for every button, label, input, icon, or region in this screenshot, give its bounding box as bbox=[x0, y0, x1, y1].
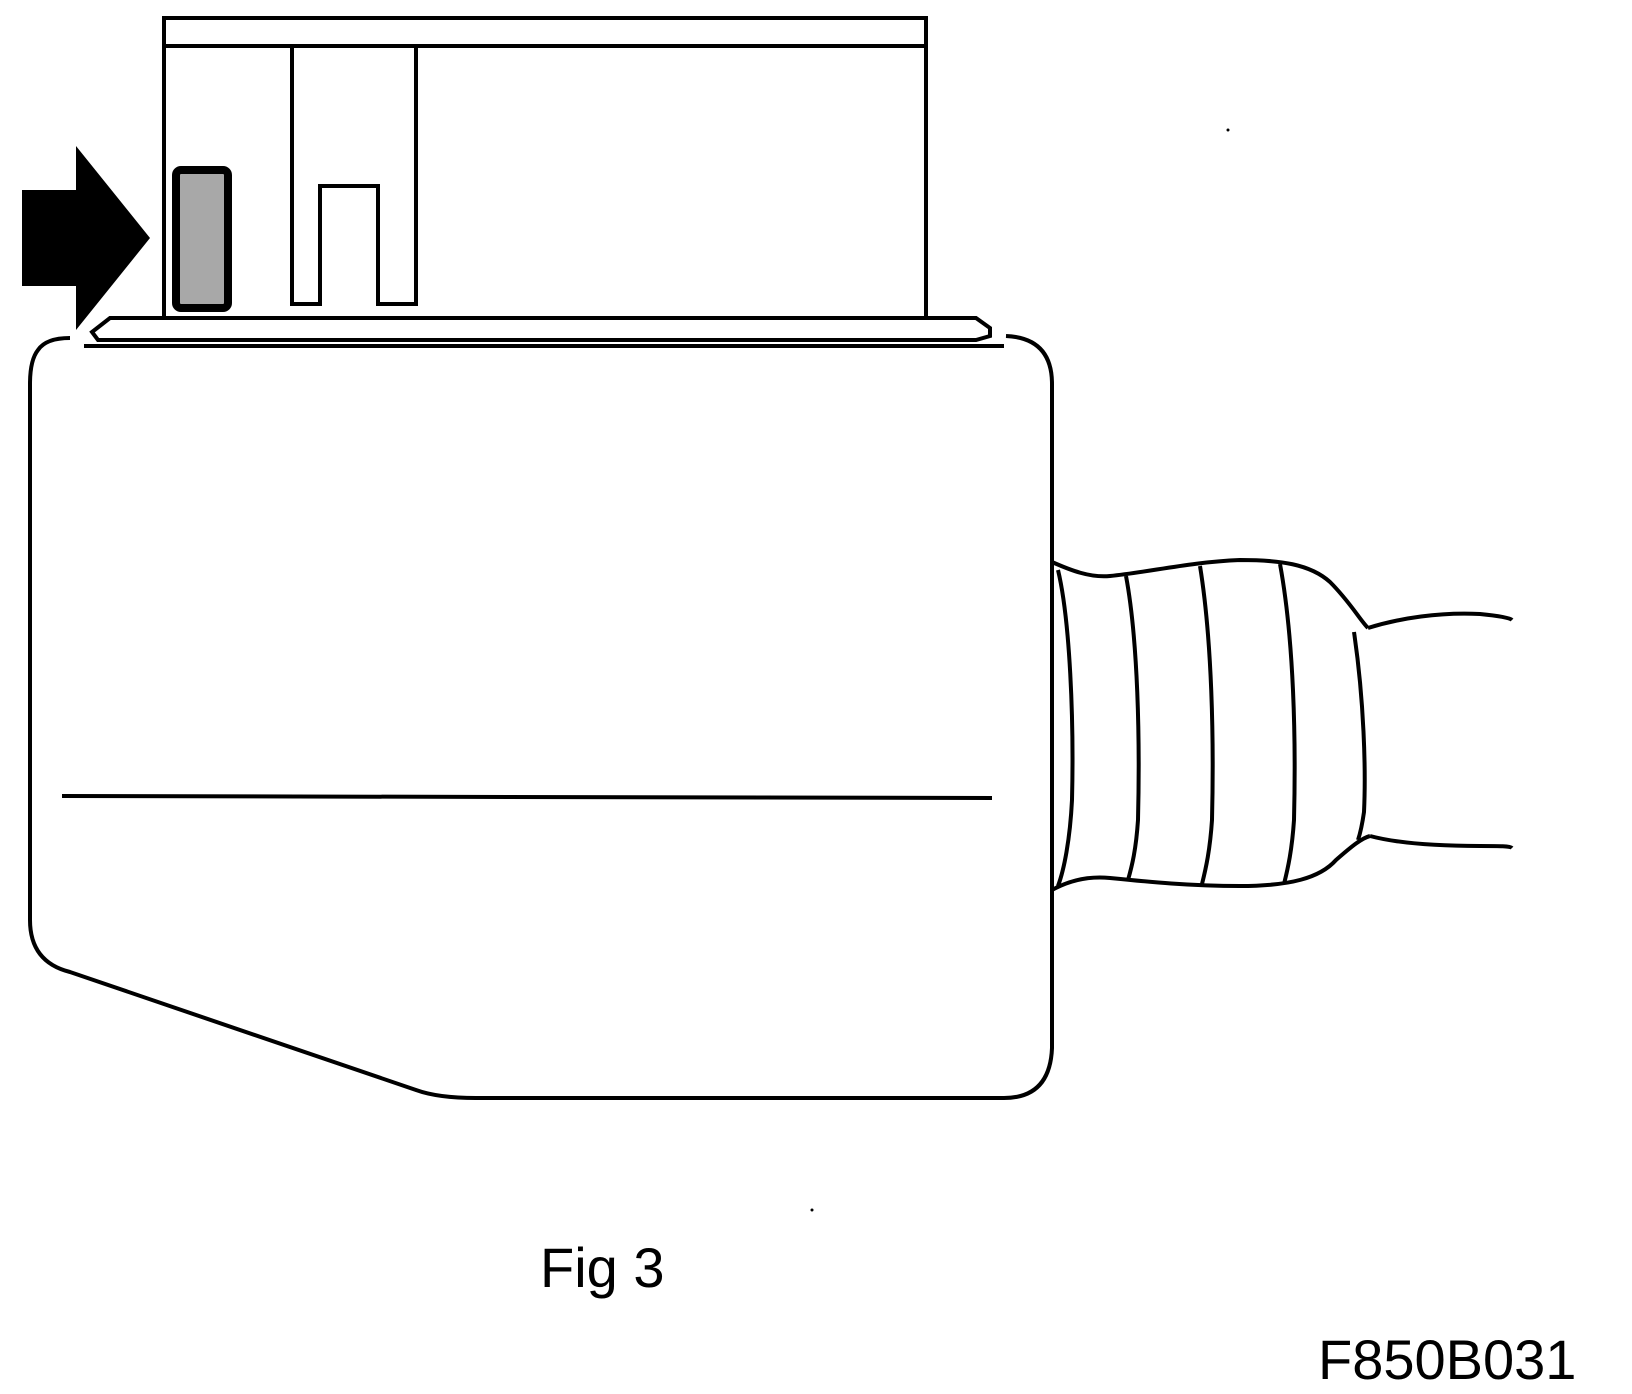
latch-indicator bbox=[172, 166, 232, 312]
figure-code: F850B031 bbox=[1318, 1328, 1577, 1391]
scan-dot bbox=[1226, 128, 1230, 132]
strain-relief-rib-1 bbox=[1056, 569, 1075, 887]
device-body bbox=[28, 334, 1054, 1100]
connector-flange bbox=[89, 316, 992, 342]
connector-body bbox=[162, 16, 928, 320]
strain-relief-rib-2 bbox=[1124, 575, 1141, 881]
cable-bottom-edge bbox=[1369, 834, 1514, 850]
cable-top-edge bbox=[1367, 611, 1514, 630]
strain-relief-bottom bbox=[1051, 834, 1371, 892]
connector-key-slot bbox=[290, 48, 418, 306]
figure-caption: Fig 3 bbox=[540, 1236, 665, 1299]
connector-housing bbox=[162, 16, 928, 320]
cable-strain-relief bbox=[1051, 557, 1371, 892]
strain-relief-top bbox=[1051, 557, 1370, 630]
strain-relief-rib-3 bbox=[1198, 565, 1215, 885]
cable bbox=[1367, 611, 1514, 850]
scan-dot bbox=[810, 1208, 814, 1212]
strain-relief-rib-4 bbox=[1278, 563, 1297, 885]
arrow-right-icon bbox=[22, 146, 150, 330]
body-divider-line bbox=[61, 794, 993, 800]
strain-relief-rib-5 bbox=[1352, 631, 1367, 841]
